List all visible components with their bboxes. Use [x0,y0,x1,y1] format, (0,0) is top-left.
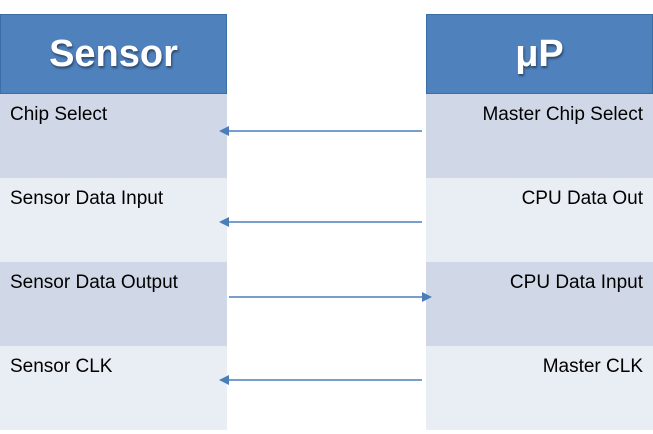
micro-row-master-clk: Master CLK [426,346,653,430]
sensor-row-data-input: Sensor Data Input [0,178,227,262]
sensor-row-clk: Sensor CLK [0,346,227,430]
micro-row-cpu-data-input: CPU Data Input [426,262,653,346]
micro-title: μP [515,32,564,75]
micro-header: μP [426,14,653,94]
micro-row-master-chip-select: Master Chip Select [426,94,653,178]
micro-row-cpu-data-out: CPU Data Out [426,178,653,262]
sensor-row-chip-select: Chip Select [0,94,227,178]
sensor-column: Sensor Chip Select Sensor Data Input Sen… [0,14,227,430]
sensor-title: Sensor [49,32,178,75]
sensor-header: Sensor [0,14,227,94]
sensor-row-data-output: Sensor Data Output [0,262,227,346]
micro-column: μP Master Chip Select CPU Data Out CPU D… [426,14,653,430]
